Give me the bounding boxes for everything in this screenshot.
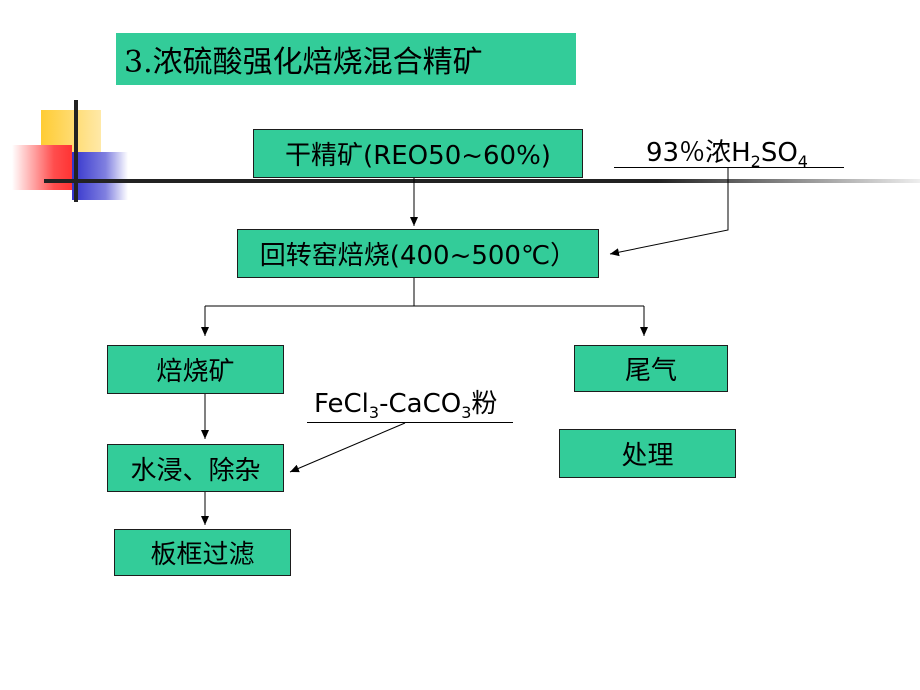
node-dry-concentrate: 干精矿(REO50~60%)	[253, 129, 583, 178]
node-dry-concentrate-label: 干精矿(REO50~60%)	[285, 141, 551, 171]
acid-sub-2: 4	[797, 152, 808, 171]
decor-vertical-line	[74, 100, 78, 202]
fecl-sub-2: 3	[461, 403, 472, 422]
page-title: 3.浓硫酸强化焙烧混合精矿	[116, 33, 576, 85]
fecl-part-1: FeCl	[314, 389, 369, 419]
node-treatment-label: 处理	[621, 441, 674, 471]
acid-prefix: 93％浓H	[646, 138, 751, 168]
node-filter-label: 板框过滤	[150, 540, 255, 570]
node-tail-gas: 尾气	[574, 345, 728, 392]
reagent-fecl-underline	[307, 422, 513, 423]
node-filter: 板框过滤	[114, 529, 291, 576]
acid-sub-1: 2	[750, 152, 761, 171]
arrow-acid-to-kiln	[609, 168, 729, 257]
node-water-leach: 水浸、除杂	[107, 444, 284, 492]
acid-mid: SO	[760, 138, 798, 168]
reagent-fecl-label: FeCl3-CaCO3粉	[314, 383, 498, 422]
node-kiln-roasting-label: 回转窑焙烧(400~500℃）	[259, 241, 577, 271]
decor-blue-square	[72, 152, 128, 200]
node-kiln-roasting: 回转窑焙烧(400~500℃）	[237, 229, 599, 278]
page-title-text: 3.浓硫酸强化焙烧混合精矿	[124, 45, 483, 80]
node-treatment: 处理	[559, 429, 736, 478]
reagent-acid-label: 93％浓H2SO4	[646, 132, 808, 171]
node-roasted-ore: 焙烧矿	[107, 345, 284, 394]
node-water-leach-label: 水浸、除杂	[130, 455, 261, 486]
node-tail-gas-label: 尾气	[624, 356, 677, 386]
node-roasted-ore-label: 焙烧矿	[156, 357, 235, 387]
decor-horizontal-line	[44, 179, 920, 183]
arrow-fecl-to-leach	[289, 422, 406, 473]
reagent-acid-underline	[614, 167, 844, 168]
fecl-part-3: 粉	[471, 389, 498, 419]
fecl-part-2: -CaCO	[379, 389, 462, 419]
fecl-sub-1: 3	[368, 403, 380, 422]
